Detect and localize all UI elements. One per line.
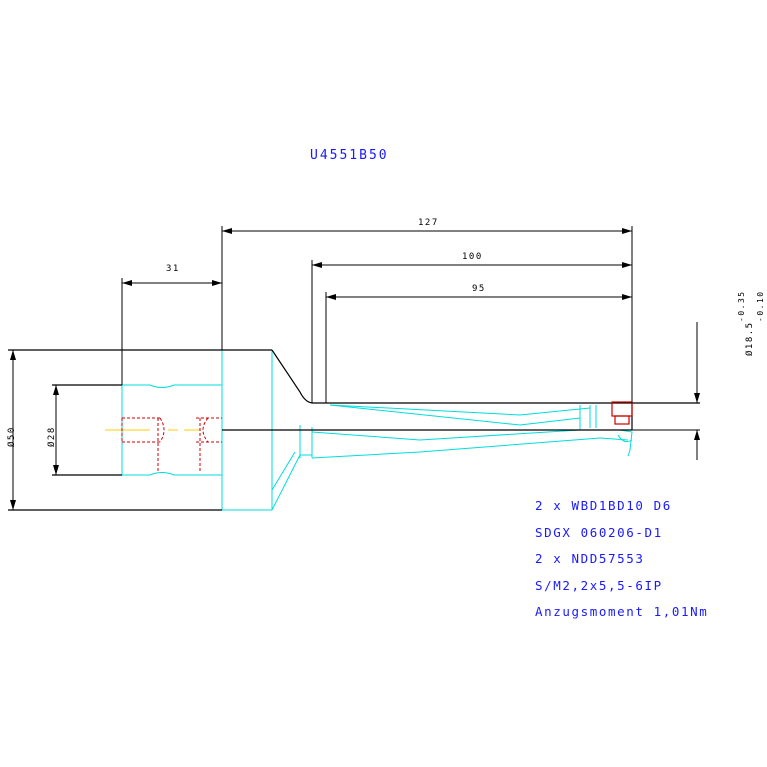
dim-diameter-50: Ø50 [6, 426, 17, 447]
spec-list: 2 x WBD1BD10 D6 SDGX 060206-D1 2 x NDD57… [535, 496, 708, 629]
part-number-title: U4551B50 [310, 148, 389, 163]
dim-tol-upper: -0.35 [737, 290, 746, 322]
dim-length-95: 95 [472, 284, 486, 294]
dim-diameter-28: Ø28 [46, 426, 57, 447]
dim-length-100: 100 [462, 252, 483, 262]
spec-item-screw-size: S/M2,2x5,5-6IP [535, 577, 663, 593]
spec-item-torque: Anzugsmoment 1,01Nm [535, 604, 709, 619]
cutting-insert [611, 401, 633, 425]
dim-overall-length: 127 [418, 218, 439, 228]
dimension-lines [10, 226, 700, 510]
cross-holes [121, 417, 222, 472]
dim-tol-lower: -0.10 [756, 290, 765, 322]
spec-item-insert-type: SDGX 060206-D1 [535, 524, 663, 540]
spec-item-screw: 2 x NDD57553 [535, 551, 645, 566]
dim-shank-length: 31 [166, 264, 180, 274]
dimension-labels: 127 100 95 31 Ø50 Ø28 Ø18.5 -0.35 -0.10 [6, 218, 765, 447]
spec-item-insert: 2 x WBD1BD10 D6 [535, 498, 672, 513]
dim-bore-diameter: Ø18.5 [744, 321, 755, 356]
